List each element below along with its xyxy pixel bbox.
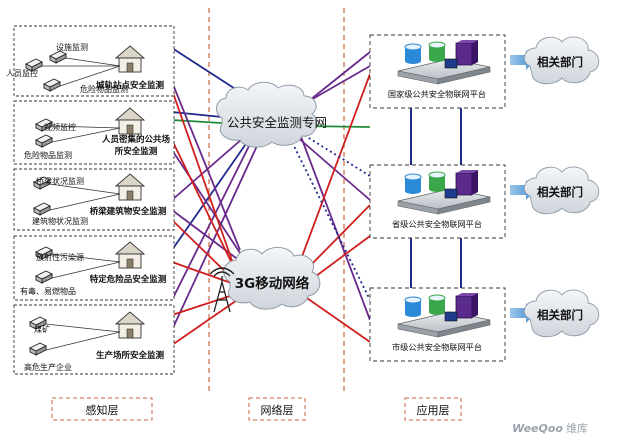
sensor-device-icon [32,176,52,190]
sensor-device-icon [34,270,54,284]
platform-box: 省级公共安全物联网平台 相关部门 [369,164,600,239]
platform-label: 市级公共安全物联网平台 [392,342,482,352]
building-icon [114,45,146,73]
sensor-label: 有毒、易燃物品 [20,286,76,296]
group-title: 桥梁建筑物安全监测 [90,206,167,217]
watermark-suffix: 维库 [566,422,588,435]
platform-box: 市级公共安全物联网平台 相关部门 [369,287,600,362]
sensor-label: 放射性污染源 [36,252,84,262]
building-icon [114,241,146,269]
layer-label-box: 应用层 [404,397,462,421]
dept-label: 相关部门 [537,308,583,322]
group-title: 人员密集的公共场 [102,134,171,145]
monitor-icon [444,58,458,69]
server-icon [455,293,478,319]
database-icon [404,43,422,64]
monitor-icon [444,188,458,199]
watermark-brand: WeeQoo [512,422,563,435]
dept-label: 相关部门 [537,55,583,69]
sensor-device-icon [34,246,54,260]
sensor-label: 高危生产企业 [24,362,72,372]
sensor-label: 建筑物状况监测 [32,216,88,226]
sensor-device-icon [28,316,48,330]
dept-cloud: 相关部门 [523,289,600,338]
cell-tower-icon [209,267,235,313]
sensor-device-icon [34,118,54,132]
platform-box: 国家级公共安全物联网平台 相关部门 [369,34,600,109]
application-platforms: 国家级公共安全物联网平台相关部门省级公共安全物联网平台相关部门市级公共安全物联网… [369,34,600,362]
group-title: 特定危险品安全监测 [90,274,167,285]
layer-label: 感知层 [86,403,119,417]
sensor-label: 设施监测 [56,42,88,52]
group-title-line2: 所安全监测 [114,146,158,157]
server-icon [455,170,478,196]
sensor-label: 危险物品监测 [80,84,128,94]
dept-label: 相关部门 [537,185,583,199]
watermark: WeeQoo 维库 [512,422,588,435]
platform-label: 国家级公共安全物联网平台 [388,89,486,99]
server-icon [455,40,478,66]
layer-label: 应用层 [417,403,450,417]
building-icon [114,173,146,201]
layer-labels: 感知层 网络层 应用层 [51,397,462,421]
group-title: 城轨站点安全监测 [96,80,165,91]
database-icon [404,173,422,194]
layer-label-box: 感知层 [51,397,153,421]
cloud-public-network: 公共安全监测专网 [216,81,327,148]
perception-layer: 设施监测人员监控危险物品监测城轨站点安全监测视频监控危险物品监测人员密集的公共场… [6,25,175,375]
cloud-top-label: 公共安全监测专网 [227,115,327,130]
monitor-icon [444,311,458,322]
layer-label: 网络层 [261,403,294,417]
sensor-label: 煤矿 [34,324,50,334]
sensor-label: 危险物品监测 [24,150,72,160]
platform-label: 省级公共安全物联网平台 [392,219,482,229]
dept-cloud: 相关部门 [523,166,600,215]
building-icon [114,311,146,339]
database-icon [428,171,446,192]
database-icon [428,294,446,315]
sensor-label: 桥梁状况监测 [36,176,84,186]
sensor-label: 视频监控 [44,122,76,132]
group-title: 生产场所安全监测 [96,350,165,361]
dept-cloud: 相关部门 [523,36,600,85]
cloud-3g-network: 3G移动网络 [223,247,321,310]
sensor-label: 人员监控 [6,68,38,78]
database-icon [404,296,422,317]
database-icon [428,41,446,62]
building-icon [114,107,146,135]
layer-label-box: 网络层 [248,397,306,421]
sensor-device-icon [42,78,62,92]
cloud-bottom-label: 3G移动网络 [235,275,310,292]
sensor-device-icon [48,50,68,64]
sensor-device-icon [28,342,48,356]
